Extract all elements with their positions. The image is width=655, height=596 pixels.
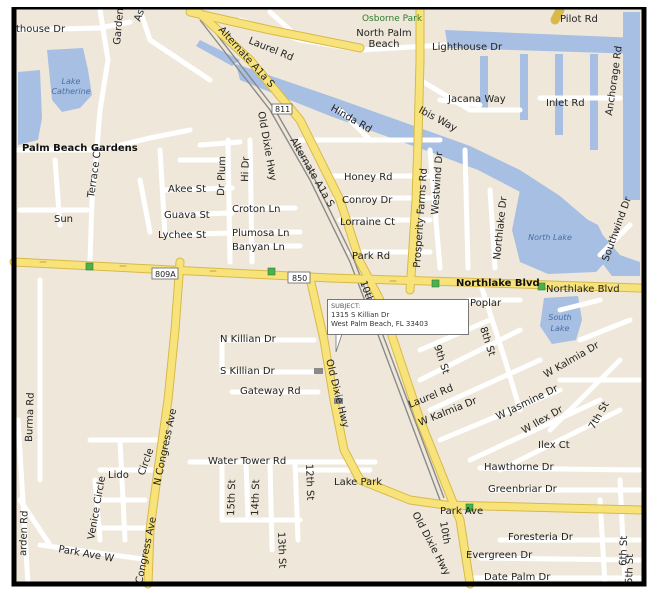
building-marker bbox=[334, 398, 343, 404]
lake-catherine-label-2: Catherine bbox=[51, 87, 90, 96]
street-label: Gateway Rd bbox=[240, 386, 301, 397]
street-label: Foresteria Dr bbox=[508, 532, 574, 543]
street-label: 12th St bbox=[303, 464, 315, 501]
intracoastal bbox=[236, 64, 640, 276]
lake-catherine bbox=[47, 48, 92, 112]
street-label: Evergreen Dr bbox=[466, 550, 533, 561]
water-bodies bbox=[18, 12, 640, 344]
street-label: Guava St bbox=[164, 210, 210, 221]
street-label: Park Rd bbox=[352, 251, 390, 262]
street-label: 14th St bbox=[250, 479, 262, 516]
street-label: S Killian Dr bbox=[220, 366, 276, 377]
poi-marker bbox=[537, 282, 546, 291]
street-label: thouse Dr bbox=[16, 24, 66, 35]
street-label: 6th St bbox=[618, 536, 630, 567]
subject-marker bbox=[314, 368, 323, 374]
north-palm-beach-label-2: Beach bbox=[369, 39, 400, 50]
street-label: Croton Ln bbox=[232, 204, 280, 215]
lake-catherine-label-1: Lake bbox=[62, 77, 81, 86]
street-label: Plumosa Ln bbox=[232, 228, 289, 239]
street-label: Jacana Way bbox=[447, 94, 506, 105]
north-lake-label: North Lake bbox=[528, 233, 572, 242]
street-label: arden Rd bbox=[18, 510, 31, 556]
minor-roads bbox=[15, 7, 643, 587]
street-label: Inlet Rd bbox=[546, 98, 585, 109]
callout-address-line2: West Palm Beach, FL 33403 bbox=[331, 320, 429, 328]
street-label: Lighthouse Dr bbox=[432, 42, 503, 53]
street-label: N Killian Dr bbox=[220, 334, 277, 345]
shield-850-label: 850 bbox=[292, 274, 307, 283]
callout-address-line1: 1315 S Killian Dr bbox=[331, 311, 390, 319]
poi-marker bbox=[431, 279, 440, 288]
street-label: Date Palm Dr bbox=[484, 572, 551, 583]
callout-heading: SUBJECT: bbox=[331, 302, 361, 310]
highway-shields: 811 809A 850 bbox=[85, 103, 546, 512]
osborne-park-label: Osborne Park bbox=[362, 14, 423, 24]
street-label: Akee St bbox=[168, 184, 206, 195]
shield-809a bbox=[151, 267, 179, 280]
street-label: Hawthorne Dr bbox=[484, 462, 555, 473]
poi-marker bbox=[85, 262, 94, 271]
subject-callout[interactable]: SUBJECT: 1315 S Killian Dr West Palm Bea… bbox=[327, 299, 469, 335]
shield-811-label: 811 bbox=[275, 105, 290, 114]
palm-beach-gardens-label: Palm Beach Gardens bbox=[22, 143, 138, 154]
poi-marker bbox=[267, 267, 276, 276]
street-label: Banyan Ln bbox=[232, 242, 285, 253]
shield-809a-label: 809A bbox=[155, 270, 176, 279]
street-label: Ilex Ct bbox=[538, 440, 570, 451]
street-label: Hi Dr bbox=[240, 156, 252, 183]
shield-811 bbox=[271, 103, 293, 115]
street-label: Sun bbox=[54, 214, 73, 225]
street-label: Pilot Rd bbox=[560, 14, 598, 25]
street-label: 15th St bbox=[226, 479, 238, 516]
lake-park-label: Lake Park bbox=[334, 477, 382, 488]
north-palm-beach-label-1: North Palm bbox=[356, 28, 411, 39]
north-lake bbox=[512, 190, 612, 274]
street-label: Lychee St bbox=[158, 230, 206, 241]
street-label: Greenbriar Dr bbox=[488, 484, 558, 495]
land-area bbox=[14, 7, 644, 584]
street-label: Lorraine Ct bbox=[340, 217, 395, 228]
south-lake-label-2: Lake bbox=[551, 324, 570, 333]
shield-850 bbox=[287, 271, 311, 284]
south-lake-label-1: South bbox=[548, 313, 571, 322]
street-label: Honey Rd bbox=[344, 172, 393, 183]
street-label: 5th St bbox=[624, 554, 636, 585]
street-label: Westwind Dr bbox=[430, 150, 445, 215]
street-label: Lido bbox=[108, 470, 129, 481]
street-label: Water Tower Rd bbox=[208, 456, 286, 467]
street-label: Poplar bbox=[470, 298, 502, 309]
street-label: 13th St bbox=[275, 532, 287, 569]
street-label: Dr Plum bbox=[216, 156, 228, 196]
street-label: 10th bbox=[437, 521, 452, 546]
street-label: Conroy Dr bbox=[342, 195, 393, 206]
street-label: Northlake Blvd bbox=[546, 284, 620, 295]
street-label: Northlake Blvd bbox=[456, 278, 540, 289]
street-label: Burma Rd bbox=[24, 392, 37, 442]
street-label: Garden bbox=[112, 8, 126, 45]
street-label: Park Ave bbox=[440, 506, 483, 517]
poi-marker bbox=[465, 503, 474, 512]
